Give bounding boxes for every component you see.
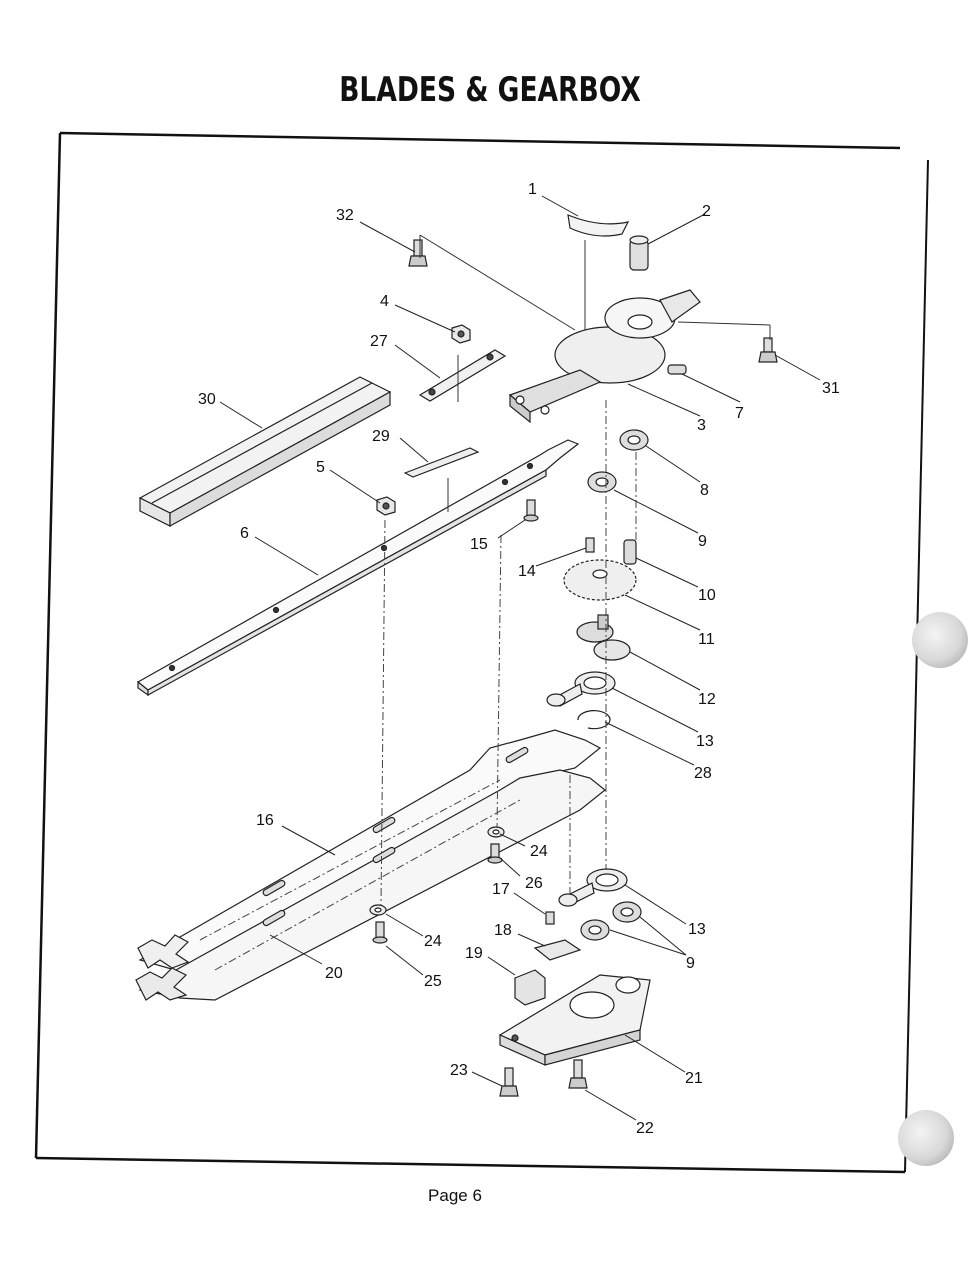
alignment-lines [199, 400, 637, 971]
callout-13-lower: 13 [688, 921, 706, 938]
crank-12 [576, 614, 631, 661]
bolt-31 [758, 337, 778, 363]
bearing-9-upper [587, 471, 617, 493]
reference-lines [419, 234, 771, 512]
gearbox-base-21 [498, 974, 651, 1066]
blade-20 [135, 769, 606, 1001]
callout-22: 22 [636, 1120, 654, 1137]
callout-7: 7 [735, 405, 744, 422]
callout-11: 11 [698, 631, 715, 648]
pinion-10 [623, 539, 637, 565]
connecting-rod-13-lower [558, 868, 628, 907]
grease-nipple-7 [667, 364, 687, 375]
callout-19: 19 [465, 945, 483, 962]
callout-5: 5 [316, 459, 325, 476]
washer-24-left [369, 904, 387, 916]
seal-1 [567, 214, 630, 237]
screw-14 [585, 537, 595, 553]
callout-14: 14 [518, 563, 536, 580]
callout-24-right: 24 [530, 843, 548, 860]
page-number: Page 6 [428, 1186, 482, 1205]
callout-29: 29 [372, 428, 390, 445]
callout-9-lower: 9 [686, 955, 695, 972]
callout-12: 12 [698, 691, 716, 708]
bolt-32 [408, 239, 428, 267]
callout-28: 28 [694, 765, 712, 782]
washer-24-right [487, 826, 505, 838]
callout-21: 21 [685, 1070, 703, 1087]
callout-20: 20 [325, 965, 343, 982]
gear-11 [563, 559, 637, 601]
bolt-23 [499, 1067, 519, 1097]
bearing-9-lower-left [580, 919, 610, 941]
gearbox-housing-3 [508, 289, 701, 424]
callout-6: 6 [240, 525, 249, 542]
callout-3: 3 [697, 417, 706, 434]
guide-19 [514, 969, 546, 1006]
shim-strip-29 [403, 447, 480, 478]
callout-2: 2 [702, 203, 711, 220]
callout-9-upper: 9 [698, 533, 707, 550]
callout-18: 18 [494, 922, 512, 939]
nut-5 [376, 496, 396, 516]
page-title: BLADES & GEARBOX [339, 70, 641, 110]
screw-15 [523, 499, 539, 522]
bearing-8 [619, 429, 649, 451]
blade-16 [137, 729, 602, 976]
connecting-rod-13-upper [546, 671, 616, 707]
callout-26: 26 [525, 875, 543, 892]
callout-1: 1 [528, 181, 537, 198]
diagram-frame [34, 131, 929, 1174]
screw-17 [545, 911, 555, 925]
circlip-28 [577, 710, 611, 730]
bracket-27 [418, 349, 507, 402]
callout-16: 16 [256, 812, 274, 829]
callout-4: 4 [380, 293, 389, 310]
callout-27: 27 [370, 333, 388, 350]
callout-25: 25 [424, 973, 442, 990]
callout-8: 8 [700, 482, 709, 499]
top-plate-6 [136, 439, 580, 697]
callout-23: 23 [450, 1062, 468, 1079]
bearing-9-lower-right [612, 901, 642, 923]
callout-24-left: 24 [424, 933, 442, 950]
hole-punch-lower [898, 1110, 954, 1166]
pad-18 [533, 939, 582, 961]
fitting-2 [629, 235, 649, 271]
callout-32: 32 [336, 207, 354, 224]
callout-numbers: 1 2 3 4 5 6 7 8 9 9 10 11 12 13 13 14 15… [198, 181, 840, 1137]
callout-30: 30 [198, 391, 216, 408]
screw-25 [372, 921, 388, 944]
bolt-22 [568, 1059, 588, 1089]
hole-punch-upper [912, 612, 968, 668]
nut-4 [451, 324, 471, 344]
callout-13-upper: 13 [696, 733, 714, 750]
callout-17: 17 [492, 881, 510, 898]
callout-15: 15 [470, 536, 488, 553]
callout-10: 10 [698, 587, 716, 604]
callout-31: 31 [822, 380, 840, 397]
blade-cover-30 [138, 376, 392, 528]
